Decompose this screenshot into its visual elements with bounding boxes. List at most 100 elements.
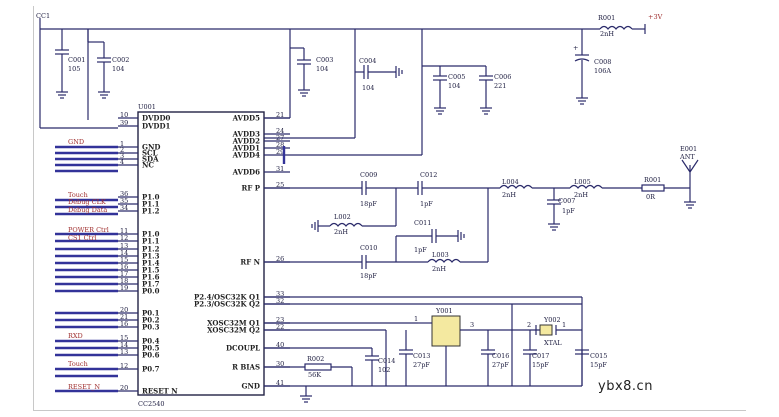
svg-text:0R: 0R: [646, 193, 656, 201]
pin-name: P1.0: [142, 230, 160, 239]
pin-number: 22: [276, 323, 284, 331]
pin-name: XOSC32M Q1: [207, 319, 260, 328]
net-gnd: GND: [68, 138, 84, 146]
svg-text:2nH: 2nH: [502, 191, 516, 199]
pin-name: AVDD5: [232, 114, 260, 123]
svg-text:1: 1: [414, 315, 418, 323]
pin-number: 12: [120, 234, 128, 242]
pin-name: XOSC32M Q2: [207, 326, 260, 335]
cap-c005-c006: [422, 65, 493, 115]
svg-text:R002: R002: [307, 355, 324, 363]
net-power-ctrl: POWER Ctrl: [68, 226, 109, 234]
pin-name: P1.3: [142, 252, 160, 261]
pin-name: AVDD3: [232, 130, 260, 139]
net-cs1-ctrl: CS1 Ctrl: [68, 234, 96, 242]
svg-text:C006: C006: [494, 73, 511, 81]
svg-text:Y001: Y001: [435, 307, 453, 315]
pin-name: P0.1: [142, 309, 160, 318]
pin-number: 39: [120, 119, 128, 127]
supply-label: +3V: [648, 13, 663, 21]
pin-name: P2.4/OSC32K Q1: [194, 293, 260, 302]
svg-text:105: 105: [68, 65, 80, 73]
pin-name: P1.2: [142, 207, 160, 216]
svg-text:2nH: 2nH: [574, 191, 588, 199]
pin-name: P1.6: [142, 273, 160, 282]
pin-name: P0.0: [142, 287, 160, 296]
pin-number: 35: [120, 197, 128, 205]
pin-name: AVDD4: [232, 151, 260, 160]
svg-text:2nH: 2nH: [334, 228, 348, 236]
pin-name: AVDD6: [232, 168, 260, 177]
pin-number: 16: [120, 263, 128, 271]
pin-number: 41: [276, 379, 284, 387]
pin-number: 13: [120, 242, 128, 250]
pin-name: RF P: [242, 184, 261, 193]
pin-number: 33: [276, 290, 284, 298]
svg-text:106A: 106A: [594, 67, 611, 75]
svg-text:E001: E001: [680, 145, 697, 153]
vcc-label: CC1: [36, 12, 50, 20]
svg-text:C015: C015: [590, 352, 607, 360]
net-debug-data: Debug Data: [68, 206, 107, 214]
pin-number: 40: [276, 341, 284, 349]
svg-text:27pF: 27pF: [492, 361, 509, 369]
svg-text:C003: C003: [316, 56, 333, 64]
pin-number: 12: [120, 362, 128, 370]
svg-text:R001: R001: [644, 176, 661, 184]
pin-name: P0.5: [142, 344, 160, 353]
pin-name: DVDD1: [142, 122, 171, 131]
cap-c001: [55, 29, 69, 99]
net-rxd: RXD: [68, 332, 83, 340]
net-debug-clk: Debug CLK: [68, 198, 106, 206]
svg-text:1pF: 1pF: [562, 207, 575, 215]
pin-number: 19: [120, 284, 128, 292]
pin-name: P1.4: [142, 259, 160, 268]
pin-name: RF N: [240, 258, 260, 267]
net-reset-n: RESET_N: [68, 383, 100, 391]
svg-text:L003: L003: [432, 251, 449, 259]
svg-text:L004: L004: [502, 178, 519, 186]
pin-name: NC: [142, 161, 154, 170]
chip-part: CC2540: [138, 400, 165, 408]
pin-number: 14: [120, 249, 128, 257]
svg-text:15pF: 15pF: [590, 361, 607, 369]
svg-text:27pF: 27pF: [413, 361, 430, 369]
svg-text:104: 104: [362, 84, 374, 92]
svg-text:C013: C013: [413, 352, 430, 360]
pin-number: 15: [120, 334, 128, 342]
pin-number: 1: [120, 140, 124, 148]
pin-number: 2: [120, 146, 124, 154]
pin-number: 4: [120, 158, 124, 166]
pin-name: R BIAS: [232, 363, 260, 372]
svg-text:102: 102: [378, 366, 390, 374]
pin-number: 21: [276, 111, 284, 119]
pin-name: P1.7: [142, 280, 160, 289]
pin-number: 26: [276, 255, 284, 263]
pin-number: 32: [276, 297, 284, 305]
svg-text:C009: C009: [360, 171, 377, 179]
svg-text:XTAL: XTAL: [544, 339, 562, 347]
svg-text:C012: C012: [420, 171, 437, 179]
pin-number: 15: [120, 256, 128, 264]
svg-text:C005: C005: [448, 73, 465, 81]
svg-text:2: 2: [527, 321, 531, 329]
supply-inductor-ref: R001: [598, 14, 615, 22]
pin-name: AVDD2: [232, 137, 260, 146]
pin-number: 14: [120, 341, 128, 349]
svg-text:104: 104: [112, 65, 124, 73]
svg-text:221: 221: [494, 82, 506, 90]
svg-text:C002: C002: [112, 56, 129, 64]
svg-text:C008: C008: [594, 58, 611, 66]
pin-number: 20: [120, 384, 128, 392]
pin-name: P1.0: [142, 193, 160, 202]
supply-inductor-val: 2nH: [600, 30, 614, 38]
pin-number: 31: [276, 165, 284, 173]
svg-text:C014: C014: [378, 357, 395, 365]
svg-text:C004: C004: [359, 57, 376, 65]
cap-c004: [354, 29, 403, 138]
cap-c002: [87, 29, 111, 120]
svg-text:56K: 56K: [308, 371, 321, 379]
svg-text:3: 3: [470, 321, 474, 329]
